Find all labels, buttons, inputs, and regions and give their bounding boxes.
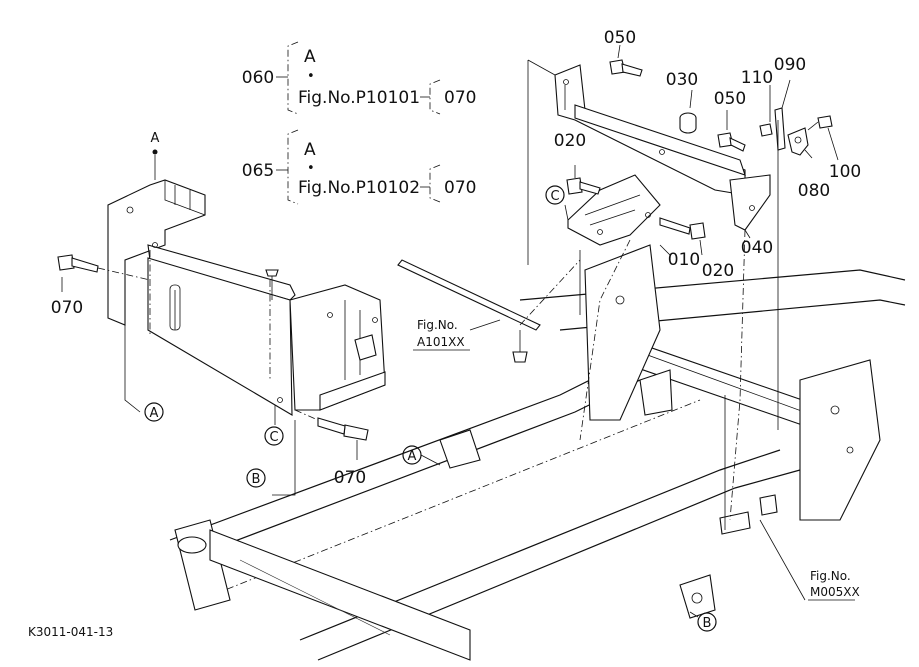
marker-b-left-text: B bbox=[252, 472, 261, 487]
callout-090: 090 bbox=[774, 55, 806, 75]
callout-030: 030 bbox=[666, 70, 698, 90]
drawing-code: K3011-041-13 bbox=[28, 625, 113, 639]
callout-050-top: 050 bbox=[604, 28, 636, 48]
callout-065: 065 bbox=[242, 161, 274, 181]
chassis-frame bbox=[169, 244, 906, 661]
marker-b-left: B bbox=[246, 468, 266, 488]
ref1-letter: A bbox=[304, 47, 316, 67]
ref-brackets bbox=[276, 41, 441, 205]
callout-070-ref2: 070 bbox=[444, 178, 476, 198]
ref2-dot: • bbox=[307, 161, 315, 176]
marker-b-frame-text: B bbox=[703, 616, 712, 631]
strip-a101 bbox=[397, 259, 581, 363]
ref2-fig: Fig.No.P10102 bbox=[298, 178, 420, 198]
callout-020-top: 020 bbox=[554, 131, 586, 151]
ref2-letter: A bbox=[304, 140, 316, 160]
ref1-fig: Fig.No.P10101 bbox=[298, 88, 420, 108]
marker-b-frame: B bbox=[689, 611, 717, 632]
marker-a-left-text: A bbox=[150, 406, 159, 421]
marker-a-top: A bbox=[151, 131, 160, 146]
fig-m005-line2: M005XX bbox=[810, 585, 860, 599]
callout-070-ref1: 070 bbox=[444, 88, 476, 108]
marker-a-frame: A bbox=[402, 445, 441, 466]
callout-080: 080 bbox=[798, 181, 830, 201]
marker-a-frame-text: A bbox=[408, 449, 417, 464]
fig-a101-line2: A101XX bbox=[417, 335, 465, 349]
callout-050-mid: 050 bbox=[714, 89, 746, 109]
right-leaders bbox=[527, 44, 855, 601]
marker-c-right: C bbox=[545, 185, 565, 205]
bolt-070-left bbox=[57, 254, 151, 281]
callout-020-bot: 020 bbox=[702, 261, 734, 281]
callout-100: 100 bbox=[829, 162, 861, 182]
marker-c-left-text: C bbox=[269, 430, 278, 445]
fig-m005-line1: Fig.No. bbox=[810, 569, 851, 583]
left-bracket-assembly bbox=[107, 149, 386, 416]
callout-010: 010 bbox=[668, 250, 700, 270]
callout-110: 110 bbox=[741, 68, 773, 88]
marker-c-right-text: C bbox=[550, 189, 559, 204]
callout-040: 040 bbox=[741, 238, 773, 258]
ref1-dot: • bbox=[307, 69, 315, 84]
marker-a-left: A bbox=[144, 402, 164, 422]
bolt-070-bottom bbox=[294, 409, 369, 460]
callout-070-left: 070 bbox=[51, 298, 83, 318]
fig-a101-line1: Fig.No. bbox=[417, 318, 458, 332]
callout-070-bottom: 070 bbox=[334, 468, 366, 488]
left-leaders bbox=[61, 277, 296, 496]
right-bracket-assembly bbox=[554, 59, 833, 246]
callout-060: 060 bbox=[242, 68, 274, 88]
marker-c-left: C bbox=[264, 426, 284, 446]
